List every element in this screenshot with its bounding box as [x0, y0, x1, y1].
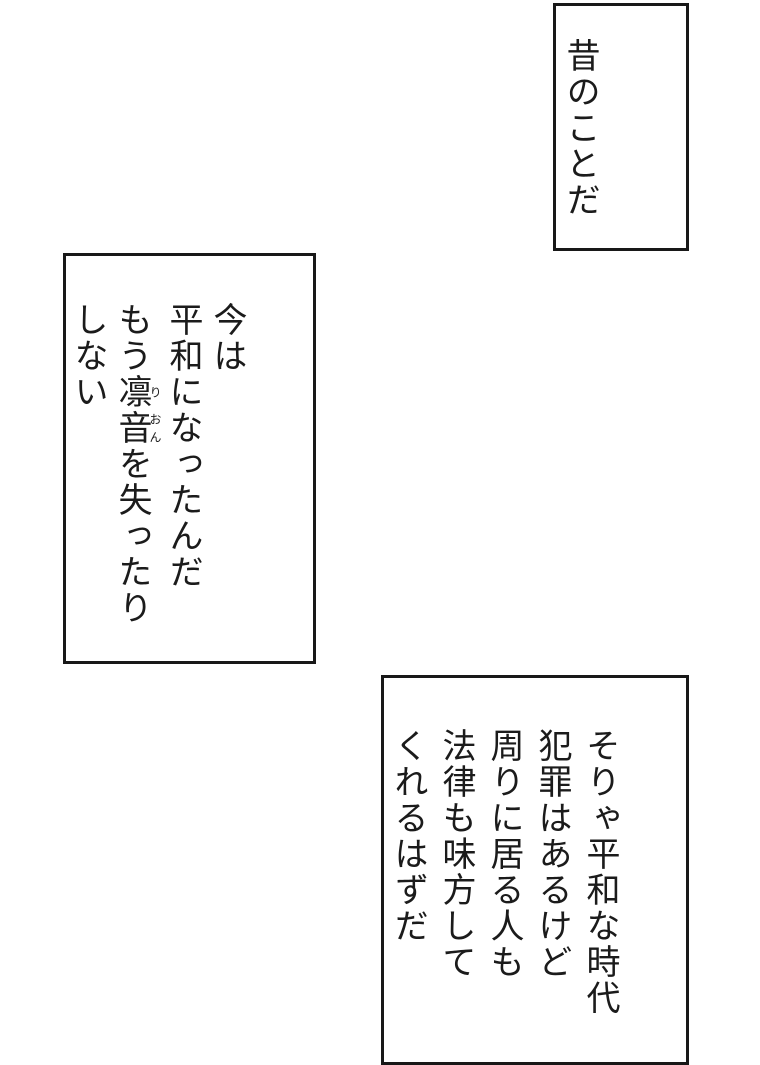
text-line: 法律も味方して	[436, 728, 476, 980]
vertical-text-block: そりゃ平和な時代 犯罪はあるけど 周りに居る人も 法律も味方して くれるはずだ	[384, 678, 665, 1062]
text-line: 周りに居る人も	[484, 728, 524, 980]
text-segment: もう	[112, 302, 152, 374]
speech-panel-past: 昔のことだ	[553, 3, 689, 251]
text-line: 平和になったんだ	[163, 302, 203, 590]
ruby-annotated-kanji: 凛り	[112, 374, 162, 410]
ruby-annotated-kanji: 音おん	[112, 410, 162, 446]
speech-panel-peace: そりゃ平和な時代 犯罪はあるけど 周りに居る人も 法律も味方して くれるはずだ	[381, 675, 689, 1065]
furigana: り	[148, 374, 162, 410]
text-segment: を失ったり	[112, 446, 152, 626]
furigana: おん	[148, 410, 162, 446]
ruby-base: 凛	[112, 374, 152, 410]
text-line: くれるはずだ	[388, 728, 428, 944]
text-line: そりゃ平和な時代	[580, 728, 620, 1016]
text-line: しない	[68, 302, 108, 410]
text-line: 昔のことだ	[560, 38, 600, 218]
vertical-text-block: 昔のことだ	[556, 6, 648, 248]
speech-panel-present: 今は 平和になったんだ もう凛り音おんを失ったり しない	[63, 253, 316, 664]
text-line: 今は	[207, 302, 247, 374]
text-line: 犯罪はあるけど	[532, 728, 572, 980]
vertical-text-block: 今は 平和になったんだ もう凛り音おんを失ったり しない	[66, 256, 290, 661]
text-line: もう凛り音おんを失ったり	[110, 302, 162, 661]
ruby-base: 音	[112, 410, 152, 446]
